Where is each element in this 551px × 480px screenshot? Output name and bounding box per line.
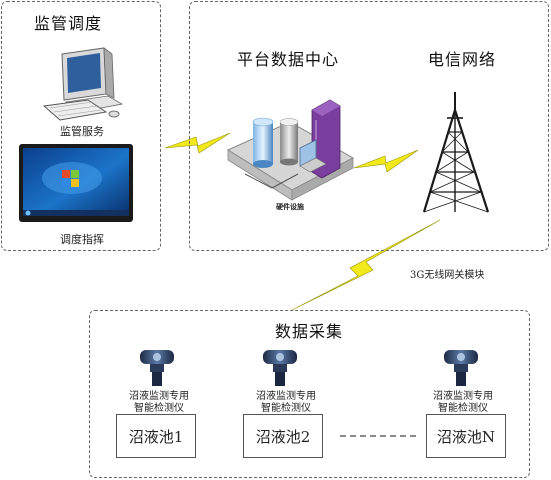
level-sensor-icon [263,350,297,386]
monitor-service-label: 监管服务 [60,125,104,138]
device-label-line1: 沼液监测专用 [433,391,493,402]
supervision-title: 监管调度 [34,14,103,33]
dispatch-label: 调度指挥 [60,233,104,246]
hardware-servers-icon [226,99,355,201]
wireless-link-icon [291,219,441,311]
device-label-line2: 智能检测仪 [261,403,311,414]
wireless-link-icon [353,149,419,173]
device-label: 沼液监测专用 智能检测仪 [428,391,498,415]
gateway-label: 3G无线网关模块 [410,270,485,281]
telecom-title: 电信网络 [428,50,497,69]
supervision-panel [1,1,161,251]
telecom-tower-icon [422,92,490,213]
data-center-title: 平台数据中心 [237,50,340,69]
dispatch-monitor-icon [19,144,133,222]
device-label-line1: 沼液监测专用 [256,391,316,402]
wireless-link-icon [164,132,231,154]
hardware-label: 硬件设施 [276,202,304,211]
acquisition-panel [89,310,530,478]
device-label-line1: 沼液监测专用 [129,391,189,402]
level-sensor-icon [140,350,174,386]
platform-panel [189,1,549,251]
pool-box-1: 沼液池1 [116,414,196,458]
acquisition-title: 数据采集 [275,322,344,341]
pool-box-n: 沼液池N [426,414,506,458]
device-label: 沼液监测专用 智能检测仪 [124,391,194,415]
level-sensor-icon [444,350,478,386]
device-label: 沼液监测专用 智能检测仪 [251,391,321,415]
pool-box-2: 沼液池2 [243,414,323,458]
desktop-computer-icon [42,47,124,121]
device-label-line2: 智能检测仪 [438,403,488,414]
device-label-line2: 智能检测仪 [134,403,184,414]
